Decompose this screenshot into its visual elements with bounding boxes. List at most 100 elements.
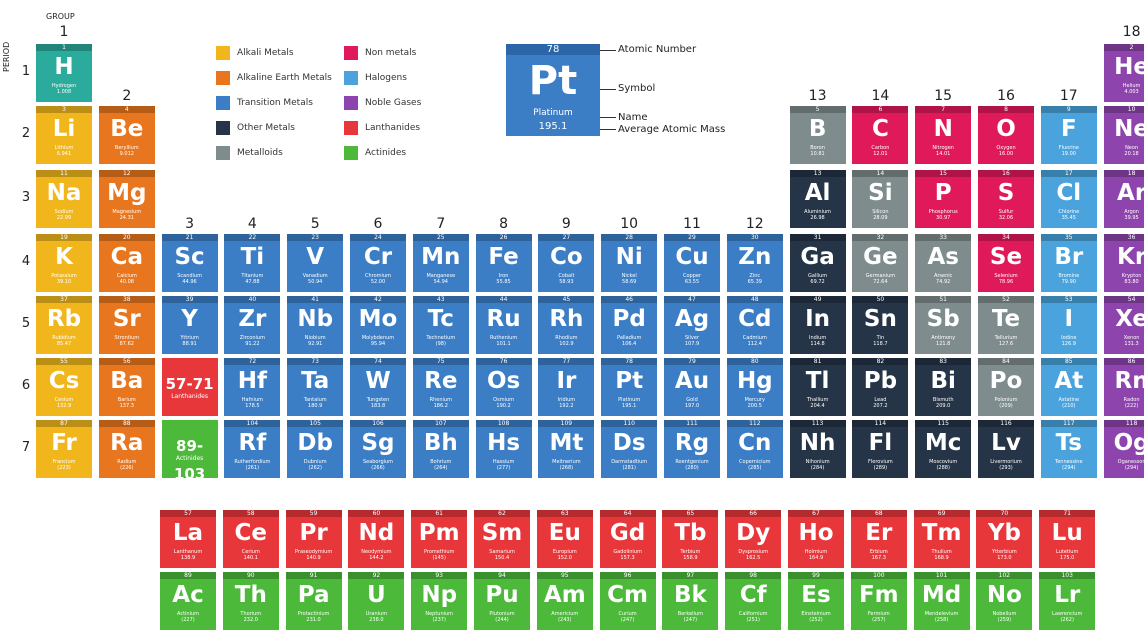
element-hf[interactable]: 72HfHafnium178.5 [224,358,281,416]
element-tm[interactable]: 69TmThulium168.9 [913,510,970,568]
element-dy[interactable]: 66DyDysprosium162.5 [725,510,782,568]
element-tc[interactable]: 43TcTechnetium(98) [412,296,469,354]
element-sg[interactable]: 106SgSeaborgium(266) [350,420,406,478]
element-cl[interactable]: 17ClChlorine35.45 [1040,170,1097,228]
element-mn[interactable]: 25MnManganese54.94 [412,234,469,292]
element-ge[interactable]: 32GeGermanium72.64 [852,234,909,292]
element-h[interactable]: 1HHydrogen1.008 [36,44,92,102]
element-po[interactable]: 84PoPolonium(209) [978,358,1034,416]
element-cn[interactable]: 112CnCopernicium(285) [726,420,783,478]
element-na[interactable]: 11NaSodium22.99 [36,170,92,228]
element-57-71[interactable]: 57-71Lanthanides [161,358,218,416]
element-mt[interactable]: 109MtMeitnerium(268) [538,420,595,478]
element-ce[interactable]: 58CeCerium140.1 [222,510,279,568]
element-db[interactable]: 105DbDubnium(262) [287,420,344,478]
element-lu[interactable]: 71LuLutetium175.0 [1039,510,1096,568]
element-am[interactable]: 95AmAmericium(243) [536,572,593,630]
element-ho[interactable]: 67HoHolmium164.9 [788,510,844,568]
element-pr[interactable]: 59PrPraseodymium140.9 [285,510,342,568]
element-hg[interactable]: 80HgMercury200.5 [726,358,783,416]
element-np[interactable]: 93NpNeptunium(237) [411,572,468,630]
element-he[interactable]: 2HeHelium4.003 [1103,44,1144,102]
element-sn[interactable]: 50SnTin118.7 [852,296,909,354]
element-at[interactable]: 85AtAstatine(210) [1040,358,1097,416]
element-fe[interactable]: 26FeIron55.85 [475,234,532,292]
element-ca[interactable]: 20CaCalcium40.08 [98,234,155,292]
element-og[interactable]: 118OgOganesson(294) [1103,420,1144,478]
element-cf[interactable]: 98CfCalifornium(251) [725,572,782,630]
element-sc[interactable]: 21ScScandium44.96 [161,234,218,292]
element-89-103[interactable]: 89-103Actinides [161,420,218,478]
element-re[interactable]: 75ReRhenium186.2 [412,358,469,416]
element-mo[interactable]: 42MoMolybdenum95.94 [350,296,406,354]
element-cr[interactable]: 24CrChromium52.00 [350,234,406,292]
element-pt[interactable]: 78PtPlatinum195.1 [601,358,658,416]
element-mg[interactable]: 12MgMagnesium24.31 [98,170,155,228]
element-kr[interactable]: 36KrKrypton83.80 [1103,234,1144,292]
element-yb[interactable]: 70YbYtterbium173.0 [976,510,1033,568]
element-rf[interactable]: 104RfRutherfordium(261) [224,420,281,478]
element-la[interactable]: 57LaLanthanum138.9 [160,510,216,568]
element-cs[interactable]: 55CsCesium132.9 [36,358,92,416]
element-ag[interactable]: 47AgSilver107.9 [664,296,720,354]
element-rn[interactable]: 86RnRadon(222) [1103,358,1144,416]
element-eu[interactable]: 63EuEuropium152.0 [536,510,593,568]
element-os[interactable]: 76OsOsmium190.2 [475,358,532,416]
element-te[interactable]: 52TeTellurium127.6 [978,296,1034,354]
element-s[interactable]: 16SSulfur32.06 [978,170,1034,228]
element-as[interactable]: 33AsArsenic74.92 [915,234,972,292]
element-rb[interactable]: 37RbRubidium85.47 [36,296,92,354]
element-rh[interactable]: 45RhRhodium102.9 [538,296,595,354]
element-be[interactable]: 4BeBeryllium9.012 [98,106,155,164]
element-b[interactable]: 5BBoron10.81 [789,106,846,164]
element-fr[interactable]: 87FrFrancium(223) [36,420,92,478]
element-c[interactable]: 6CCarbon12.01 [852,106,909,164]
element-se[interactable]: 34SeSelenium78.96 [978,234,1034,292]
element-tb[interactable]: 65TbTerbium158.9 [662,510,719,568]
element-ar[interactable]: 18ArArgon39.95 [1103,170,1144,228]
element-n[interactable]: 7NNitrogen14.01 [915,106,972,164]
element-w[interactable]: 74WTungsten183.8 [350,358,406,416]
element-zn[interactable]: 30ZnZinc65.39 [726,234,783,292]
element-in[interactable]: 49InIndium114.8 [789,296,846,354]
element-mc[interactable]: 115McMoscovium(288) [915,420,972,478]
element-ac[interactable]: 89AcActinium(227) [160,572,216,630]
element-bk[interactable]: 97BkBerkelium(247) [662,572,719,630]
element-bh[interactable]: 107BhBohrium(264) [412,420,469,478]
element-au[interactable]: 79AuGold197.0 [664,358,720,416]
element-f[interactable]: 9FFluorine19.00 [1040,106,1097,164]
element-nb[interactable]: 41NbNiobium92.91 [287,296,344,354]
element-y[interactable]: 39YYttrium88.91 [161,296,218,354]
element-xe[interactable]: 54XeXenon131.3 [1103,296,1144,354]
element-es[interactable]: 99EsEinsteinium(252) [788,572,844,630]
element-li[interactable]: 3LiLithium6.941 [36,106,92,164]
element-v[interactable]: 23VVanadium50.94 [287,234,344,292]
element-pa[interactable]: 91PaProtactinium231.0 [285,572,342,630]
element-br[interactable]: 35BrBromine79.90 [1040,234,1097,292]
element-ne[interactable]: 10NeNeon20.18 [1103,106,1144,164]
element-pd[interactable]: 46PdPalladium106.4 [601,296,658,354]
element-nh[interactable]: 113NhNihonium(284) [789,420,846,478]
element-ru[interactable]: 44RuRuthenium101.1 [475,296,532,354]
element-pu[interactable]: 94PuPlutonium(244) [474,572,530,630]
element-cd[interactable]: 48CdCadmium112.4 [726,296,783,354]
element-tl[interactable]: 81TlThallium204.4 [789,358,846,416]
element-ds[interactable]: 110DsDarmstadtium(281) [601,420,658,478]
element-o[interactable]: 8OOxygen16.00 [978,106,1034,164]
element-ts[interactable]: 117TsTennessine(294) [1040,420,1097,478]
element-al[interactable]: 13AlAluminium26.98 [789,170,846,228]
element-cm[interactable]: 96CmCurium(247) [599,572,656,630]
element-bi[interactable]: 83BiBismuth209.0 [915,358,972,416]
element-lr[interactable]: 103LrLawrencium(262) [1039,572,1096,630]
element-fl[interactable]: 114FlFlerovium(289) [852,420,909,478]
element-ti[interactable]: 22TiTitanium47.88 [224,234,281,292]
element-i[interactable]: 53IIodine126.9 [1040,296,1097,354]
element-sm[interactable]: 62SmSamarium150.4 [474,510,530,568]
element-ga[interactable]: 31GaGallium69.72 [789,234,846,292]
element-th[interactable]: 90ThThorium232.0 [222,572,279,630]
element-sr[interactable]: 38SrStrontium87.62 [98,296,155,354]
element-er[interactable]: 68ErErbium167.3 [850,510,907,568]
element-zr[interactable]: 40ZrZirconium91.22 [224,296,281,354]
element-gd[interactable]: 64GdGadolinium157.3 [599,510,656,568]
element-si[interactable]: 14SiSilicon28.09 [852,170,909,228]
